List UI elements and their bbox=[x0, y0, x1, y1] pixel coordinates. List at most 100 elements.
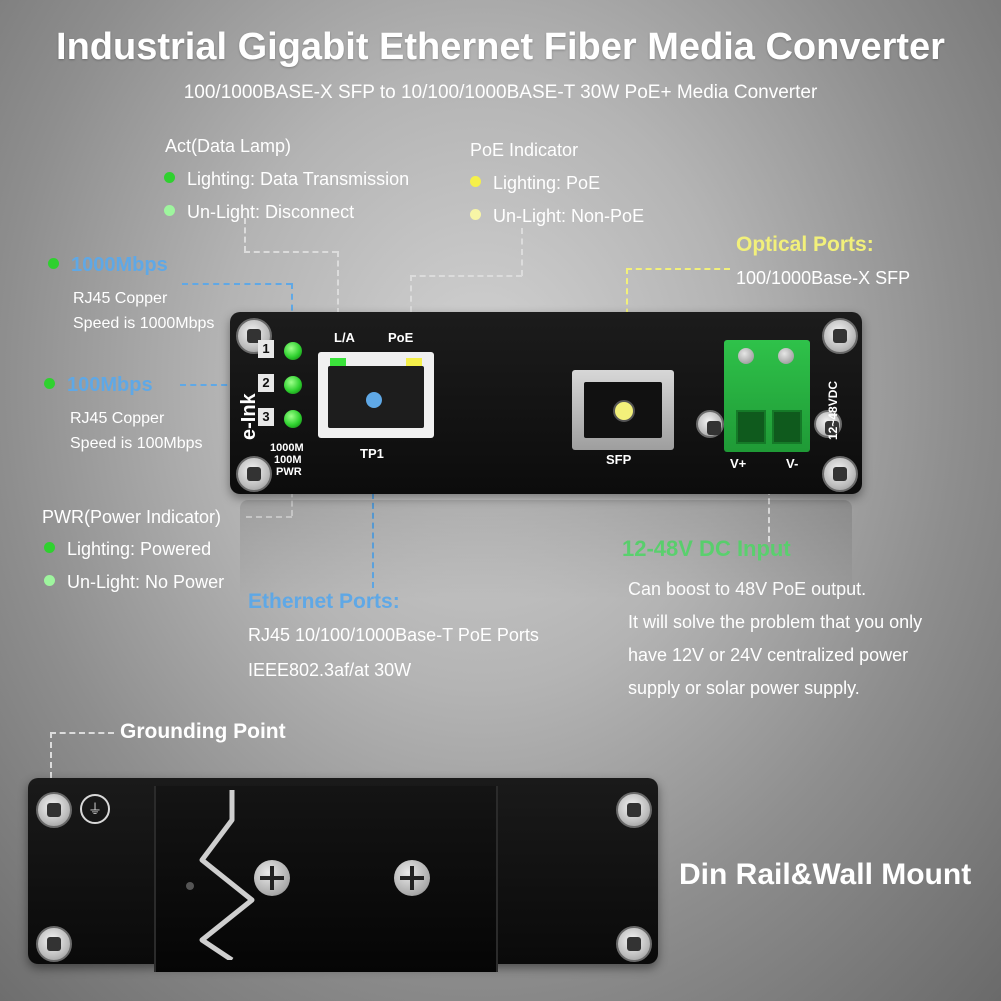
ethernet-ports-heading: Ethernet Ports: bbox=[248, 590, 400, 613]
led-legend: 1000M bbox=[270, 442, 304, 454]
leader-line bbox=[246, 516, 292, 518]
sfp-port[interactable] bbox=[572, 370, 674, 450]
led-number: 2 bbox=[258, 374, 274, 392]
light-green-dot-icon bbox=[164, 205, 175, 216]
port-marker-icon bbox=[613, 400, 635, 422]
screw-icon bbox=[616, 926, 652, 962]
poe-indicator-on-text: Lighting: PoE bbox=[493, 173, 601, 193]
port-sfp-label: SFP bbox=[606, 452, 632, 467]
screw-icon bbox=[616, 792, 652, 828]
v-plus-label: V+ bbox=[730, 456, 747, 471]
screw-icon bbox=[822, 318, 858, 354]
optical-ports-desc: 100/1000Base-X SFP bbox=[736, 268, 911, 288]
speed-100-line1: RJ45 Copper bbox=[70, 410, 165, 427]
led-number: 3 bbox=[258, 408, 274, 426]
port-la-label: L/A bbox=[334, 330, 355, 345]
screw-icon bbox=[814, 410, 842, 438]
din-rail-mount-label: Din Rail&Wall Mount bbox=[679, 858, 972, 891]
speed-1000-line1: RJ45 Copper bbox=[73, 290, 168, 307]
green-dot-icon bbox=[44, 542, 55, 553]
terminal-hole bbox=[772, 410, 802, 444]
screw-icon bbox=[36, 926, 72, 962]
led-100m-indicator bbox=[284, 376, 302, 394]
port-poe-label: PoE bbox=[388, 330, 414, 345]
port-tp1-label: TP1 bbox=[360, 446, 384, 461]
rj45-link-led bbox=[330, 358, 346, 368]
leader-line bbox=[410, 275, 412, 333]
ethernet-ports-line2: IEEE802.3af/at 30W bbox=[248, 660, 412, 680]
voltage-label: 12~48VDC bbox=[826, 380, 840, 440]
leader-line bbox=[180, 384, 258, 386]
spring-clip-icon bbox=[199, 790, 255, 960]
pwr-on-text: Lighting: Powered bbox=[67, 539, 212, 559]
optical-ports-heading: Optical Ports: bbox=[736, 233, 874, 256]
phillips-screw-icon bbox=[394, 860, 430, 896]
rj45-socket bbox=[328, 366, 424, 428]
page-subtitle: 100/1000BASE-X SFP to 10/100/1000BASE-T … bbox=[183, 82, 818, 103]
led-pwr-indicator bbox=[284, 410, 302, 428]
pwr-off: Un-Light: No Power bbox=[44, 572, 224, 593]
poe-indicator-off: Un-Light: Non-PoE bbox=[470, 206, 644, 227]
sfp-socket bbox=[584, 382, 662, 438]
led-1000m-indicator bbox=[284, 342, 302, 360]
dc-input-line: It will solve the problem that you only bbox=[628, 612, 923, 632]
terminal-screw-icon bbox=[738, 348, 754, 364]
leader-line bbox=[372, 404, 374, 588]
speed-1000-line2: Speed is 1000Mbps bbox=[73, 315, 215, 332]
rivet-icon bbox=[186, 882, 194, 890]
screw-icon bbox=[696, 410, 724, 438]
pwr-heading: PWR(Power Indicator) bbox=[42, 507, 222, 527]
led-legend: PWR bbox=[276, 466, 302, 478]
leader-line bbox=[768, 470, 770, 542]
yellow-dot-icon bbox=[470, 176, 481, 187]
din-rail-mount-panel: ⏚ bbox=[28, 778, 658, 972]
ethernet-ports-line1: RJ45 10/100/1000Base-T PoE Ports bbox=[248, 625, 539, 645]
speed-1000-heading: 1000Mbps bbox=[71, 254, 168, 276]
rj45-poe-led bbox=[406, 358, 422, 368]
poe-indicator-off-text: Un-Light: Non-PoE bbox=[493, 206, 645, 226]
din-rail-clip bbox=[154, 786, 498, 972]
page-title: Industrial Gigabit Ethernet Fiber Media … bbox=[56, 26, 945, 68]
speed-100-line2: Speed is 100Mbps bbox=[70, 435, 203, 452]
terminal-hole bbox=[736, 410, 766, 444]
dc-terminal-block[interactable] bbox=[724, 340, 810, 452]
green-dot-icon bbox=[48, 258, 59, 269]
light-yellow-dot-icon bbox=[470, 209, 481, 220]
screw-icon bbox=[236, 456, 272, 492]
leader-line bbox=[521, 228, 523, 276]
ground-icon: ⏚ bbox=[80, 794, 110, 824]
act-lamp-off-text: Un-Light: Disconnect bbox=[187, 202, 355, 222]
green-dot-icon bbox=[44, 378, 55, 389]
leader-line bbox=[244, 251, 338, 253]
device-reflection bbox=[240, 500, 852, 600]
dc-input-line: supply or solar power supply. bbox=[628, 678, 860, 698]
speed-100-heading: 100Mbps bbox=[67, 374, 153, 396]
leader-line bbox=[50, 732, 114, 734]
pwr-on: Lighting: Powered bbox=[44, 539, 211, 560]
screw-icon bbox=[822, 456, 858, 492]
light-green-dot-icon bbox=[44, 575, 55, 586]
leader-line bbox=[50, 732, 52, 778]
act-lamp-on-text: Lighting: Data Transmission bbox=[187, 169, 410, 189]
dc-input-heading: 12-48V DC Input bbox=[622, 536, 791, 561]
grounding-point-label: Grounding Point bbox=[120, 720, 286, 743]
leader-line bbox=[410, 275, 522, 277]
v-minus-label: V- bbox=[786, 456, 799, 471]
dc-input-line: Can boost to 48V PoE output. bbox=[628, 579, 867, 599]
led-number: 1 bbox=[258, 340, 274, 358]
phillips-screw-icon bbox=[254, 860, 290, 896]
green-dot-icon bbox=[164, 172, 175, 183]
rj45-port[interactable] bbox=[318, 352, 434, 438]
device-front-panel: e-Ink 1 2 3 1000M 100M PWR L/A PoE TP1 S… bbox=[230, 312, 862, 494]
poe-indicator-heading: PoE Indicator bbox=[470, 140, 579, 160]
terminal-screw-icon bbox=[778, 348, 794, 364]
act-lamp-off: Un-Light: Disconnect bbox=[164, 202, 354, 223]
speed-100-heading-row: 100Mbps bbox=[44, 374, 153, 397]
speed-1000-heading-row: 1000Mbps bbox=[48, 254, 168, 277]
dc-input-line: have 12V or 24V centralized power bbox=[628, 645, 909, 665]
port-marker-icon bbox=[366, 392, 382, 408]
act-lamp-heading: Act(Data Lamp) bbox=[165, 136, 292, 156]
screw-icon bbox=[36, 792, 72, 828]
act-lamp-on: Lighting: Data Transmission bbox=[164, 169, 409, 190]
led-legend: 100M bbox=[274, 454, 302, 466]
